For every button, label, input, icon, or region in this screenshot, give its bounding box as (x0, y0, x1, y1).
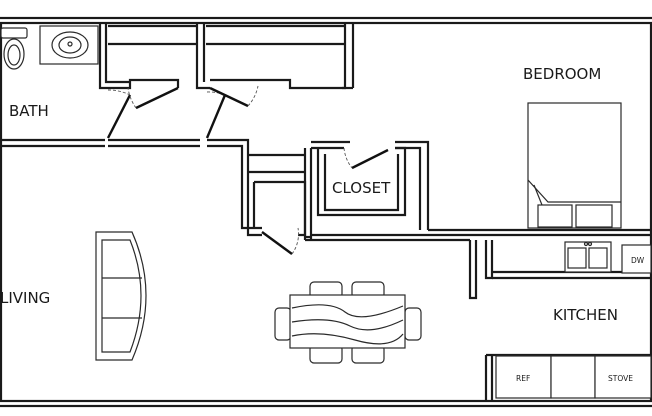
room-label-living: LIVING (0, 289, 50, 307)
exterior-walls (0, 16, 652, 408)
center-closet (305, 140, 651, 242)
dishwasher (621, 244, 652, 274)
appliance-label-refrigerator: REF (516, 374, 530, 383)
upper-closets (98, 23, 355, 90)
appliance-label-stove: STOVE (608, 374, 633, 383)
kitchen-appliances (495, 355, 652, 399)
doors (106, 85, 389, 255)
room-label-closet: CLOSET (332, 179, 391, 197)
appliance-label-dishwasher: DW (631, 256, 645, 265)
room-label-bath: BATH (9, 102, 49, 120)
sofa (95, 231, 147, 361)
room-label-bedroom: BEDROOM (523, 65, 601, 83)
toilet (0, 27, 28, 70)
bath-sink (39, 25, 99, 65)
room-label-kitchen: KITCHEN (553, 306, 618, 324)
bed (527, 102, 622, 229)
dining-set (274, 281, 422, 364)
kitchen-sink (564, 241, 612, 273)
bath-living-wall (1, 138, 350, 240)
